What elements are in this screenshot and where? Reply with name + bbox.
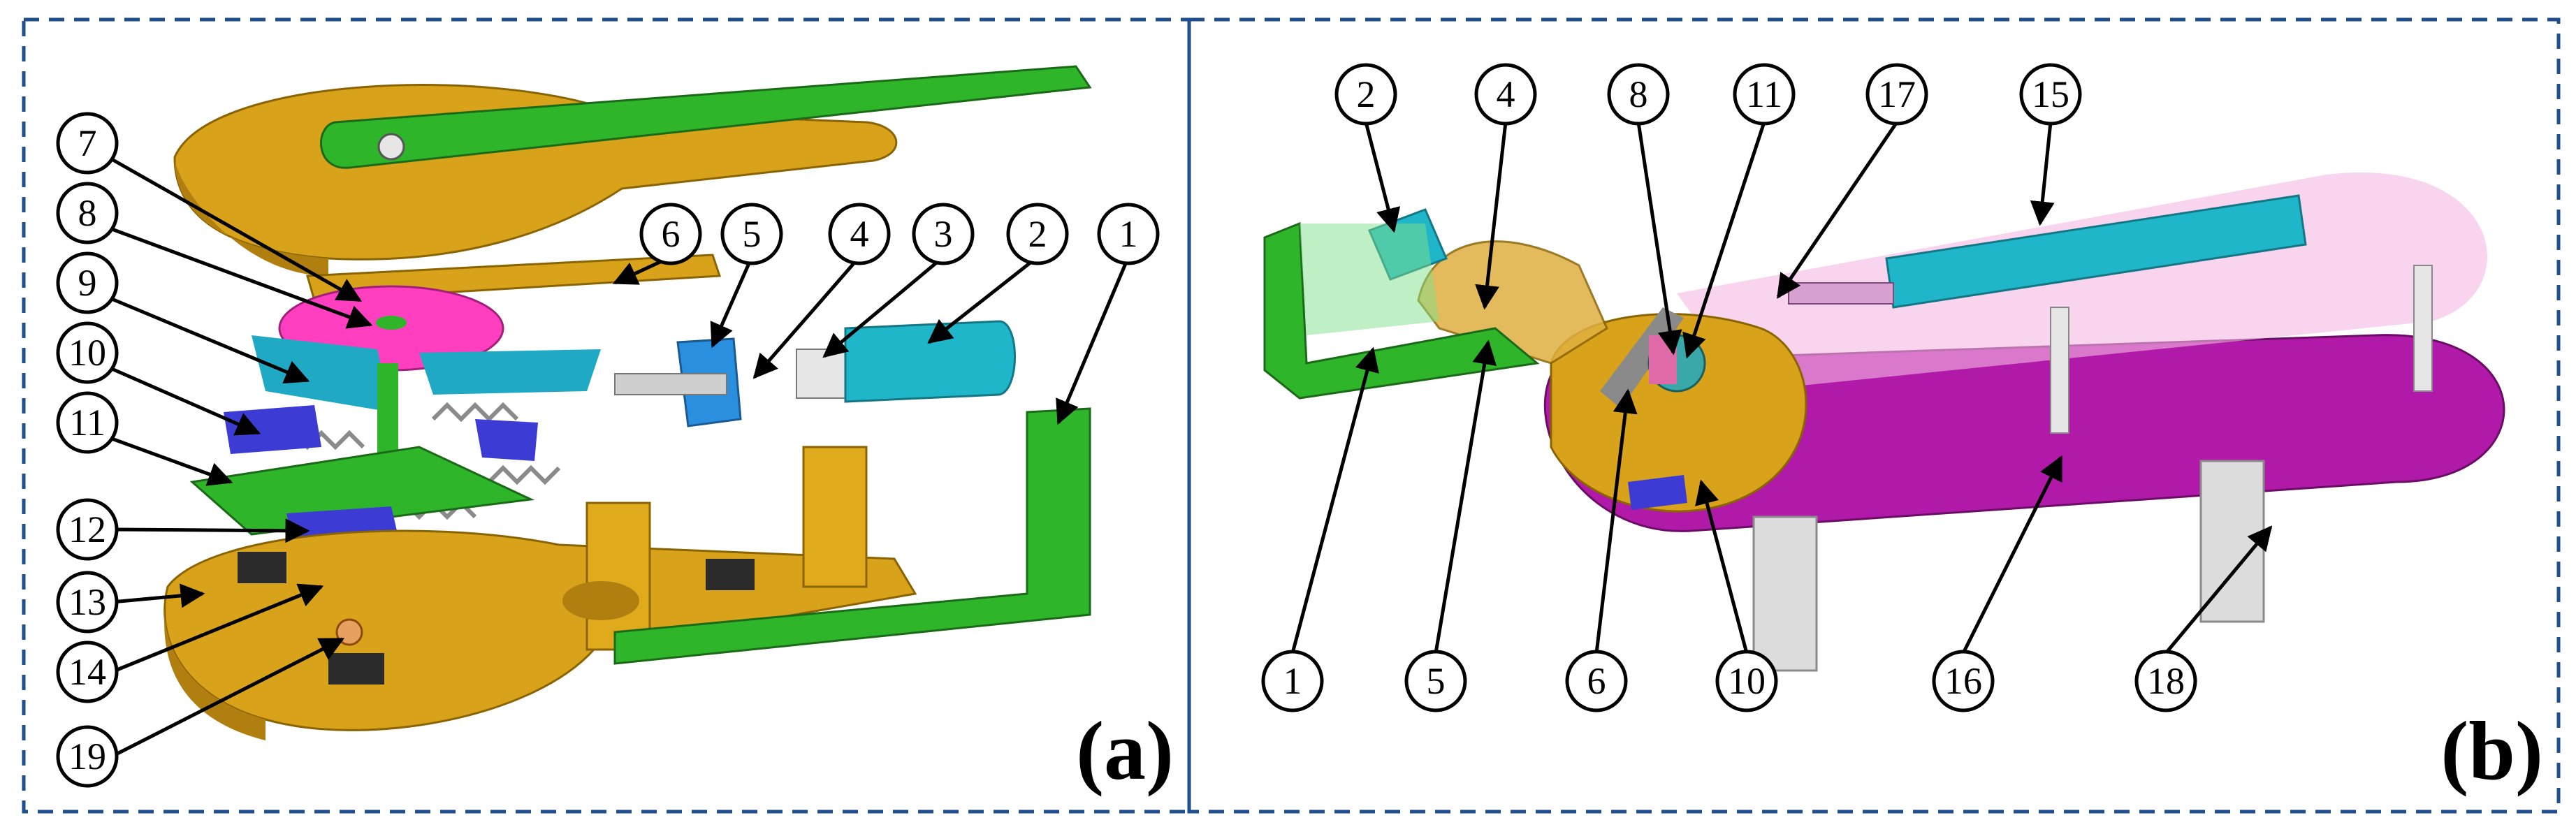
svg-text:2: 2: [1028, 213, 1047, 255]
svg-text:6: 6: [1587, 660, 1606, 702]
callout-b-16: 16: [1932, 650, 1995, 712]
svg-text:5: 5: [743, 213, 762, 255]
panel-b-drawing: [1263, 172, 2505, 672]
callout-b-5: 5: [1404, 650, 1467, 712]
coupler-3: [796, 349, 846, 399]
green-bracket-1: [613, 407, 1091, 665]
callout-b-4: 4: [1474, 63, 1537, 126]
svg-text:12: 12: [68, 508, 106, 550]
svg-text:9: 9: [78, 262, 97, 304]
svg-text:13: 13: [68, 581, 106, 623]
shaft-4: [614, 373, 727, 395]
motor-2: [844, 320, 1016, 403]
svg-text:2: 2: [1357, 73, 1376, 115]
green-cross-arm: [189, 446, 535, 536]
callout-b-15: 15: [2019, 63, 2082, 126]
panel-b-tag: (b): [2440, 704, 2543, 797]
green-top-arm: [320, 65, 1092, 169]
svg-text:11: 11: [69, 402, 105, 444]
svg-text:16: 16: [1944, 660, 1982, 702]
svg-text:4: 4: [1497, 73, 1515, 115]
svg-text:18: 18: [2147, 660, 2185, 702]
svg-text:6: 6: [662, 213, 681, 255]
svg-text:14: 14: [68, 651, 106, 693]
callout-b-6: 6: [1565, 650, 1628, 712]
svg-text:1: 1: [1119, 213, 1138, 255]
callout-a-7: 7: [56, 112, 119, 175]
callout-a-10: 10: [56, 321, 119, 384]
callout-b-11: 11: [1733, 63, 1796, 126]
svg-text:11: 11: [1746, 73, 1782, 115]
callout-a-5: 5: [720, 203, 783, 265]
blue-link-b: [1628, 475, 1687, 510]
panel-a-drawing: [163, 65, 1092, 740]
callout-a-8: 8: [56, 182, 119, 244]
callout-a-9: 9: [56, 251, 119, 314]
svg-text:1: 1: [1283, 660, 1302, 702]
callout-b-18: 18: [2134, 650, 2197, 712]
blue-block-right: [475, 419, 538, 461]
callout-a-2: 2: [1006, 203, 1069, 265]
blue-block-left: [224, 405, 321, 454]
callout-a-12: 12: [56, 498, 119, 561]
svg-text:10: 10: [68, 332, 106, 374]
svg-text:5: 5: [1427, 660, 1446, 702]
callouts-panel-a: 7 8 9 10 11 12 13 14 19 6 5 4 3 2 1 (a): [56, 112, 1174, 797]
callout-a-14: 14: [56, 641, 119, 703]
green-bracket: [1263, 221, 1540, 400]
callout-b-10: 10: [1715, 650, 1778, 712]
svg-text:15: 15: [2032, 73, 2069, 115]
svg-text:8: 8: [78, 192, 97, 234]
svg-text:8: 8: [1629, 73, 1648, 115]
svg-text:4: 4: [850, 213, 869, 255]
panel-b-frame: [1187, 17, 2561, 814]
callout-b-2: 2: [1334, 63, 1397, 126]
svg-text:17: 17: [1878, 73, 1916, 115]
callout-b-1: 1: [1261, 650, 1324, 712]
svg-text:19: 19: [68, 735, 106, 777]
callout-a-4: 4: [828, 203, 891, 265]
callout-a-19: 19: [56, 725, 119, 788]
callout-a-6: 6: [639, 203, 702, 265]
panel-a-tag: (a): [1076, 704, 1174, 797]
callouts-panel-b: 2 4 8 11 17 15 1 5 6 10 16 18 (b): [1261, 63, 2543, 797]
svg-text:3: 3: [934, 213, 953, 255]
yellow-module: [1550, 313, 1807, 513]
callout-a-3: 3: [912, 203, 975, 265]
callout-a-1: 1: [1097, 203, 1160, 265]
callout-a-13: 13: [56, 571, 119, 634]
callout-b-8: 8: [1607, 63, 1670, 126]
callout-a-11: 11: [56, 391, 119, 454]
svg-text:10: 10: [1728, 660, 1766, 702]
callout-b-17: 17: [1865, 63, 1928, 126]
svg-text:7: 7: [78, 122, 97, 164]
